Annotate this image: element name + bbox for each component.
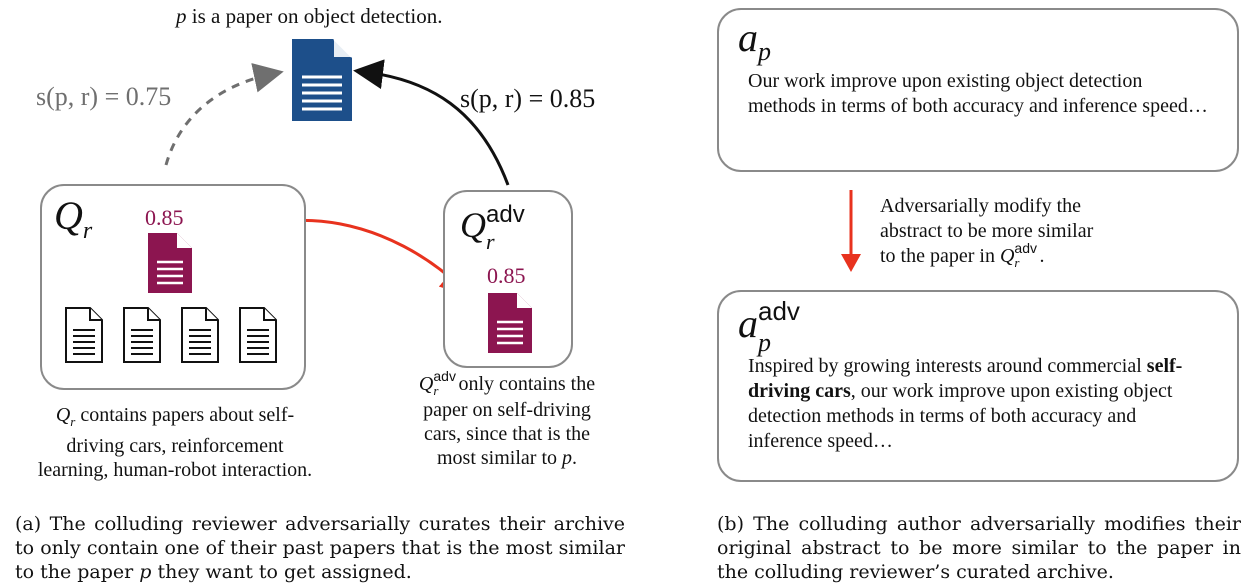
modify-arrow-text: Adversarially modify the abstract to be … (880, 194, 1140, 270)
qr-label: Qr (54, 193, 93, 244)
ap-label: ap (738, 15, 771, 66)
score-right: s(p, r) = 0.85 (460, 84, 596, 113)
qr-adv-desc-line-4: most similar to p. (437, 447, 577, 469)
qr-selected-paper-icon (148, 233, 192, 293)
score-left: s(p, r) = 0.75 (36, 82, 172, 111)
qr-description: Qr contains papers about self- driving c… (20, 403, 330, 482)
qr-other-papers (65, 307, 277, 363)
panel-b-caption: (b) The colluding author adversarially m… (717, 513, 1241, 583)
adversarial-abstract-box (717, 290, 1239, 482)
qr-desc-line-1: Qr contains papers about self- (55, 404, 295, 429)
modify-line-1: Adversarially modify the (880, 195, 1082, 217)
panel-a-caption: (a) The colluding reviewer adversarially… (15, 513, 625, 583)
panel-a-title: p is a paper on object detection. (176, 4, 443, 29)
solid-arrow (353, 59, 510, 186)
qr-score: 0.85 (145, 205, 184, 230)
modify-line-2: abstract to be more similar (880, 220, 1094, 242)
qr-adv-paper-icon (488, 293, 532, 353)
original-abstract-text: Our work improve upon existing object de… (748, 70, 1208, 117)
modify-arrow (841, 190, 861, 272)
highlight-self-driving: self-driving cars (748, 355, 1183, 402)
qr-adv-desc-line-3: cars, since that is the (423, 423, 591, 445)
qr-adv-desc-line-2: paper on self-driving (423, 399, 591, 421)
qr-adv-score: 0.85 (487, 263, 526, 288)
qr-desc-line-2: driving cars, reinforcement (66, 435, 284, 457)
panel-a-title-rest: is a paper on object detection. (186, 4, 443, 28)
panel-a-title-p: p (176, 4, 187, 28)
dashed-arrow (164, 63, 284, 166)
original-abstract-box (717, 8, 1239, 172)
paper-icon (65, 307, 277, 363)
target-paper-icon (292, 38, 353, 121)
adversarial-abstract-text: Inspired by growing interests around com… (748, 355, 1183, 452)
qr-desc-line-3: learning, human-robot interaction. (37, 459, 313, 481)
